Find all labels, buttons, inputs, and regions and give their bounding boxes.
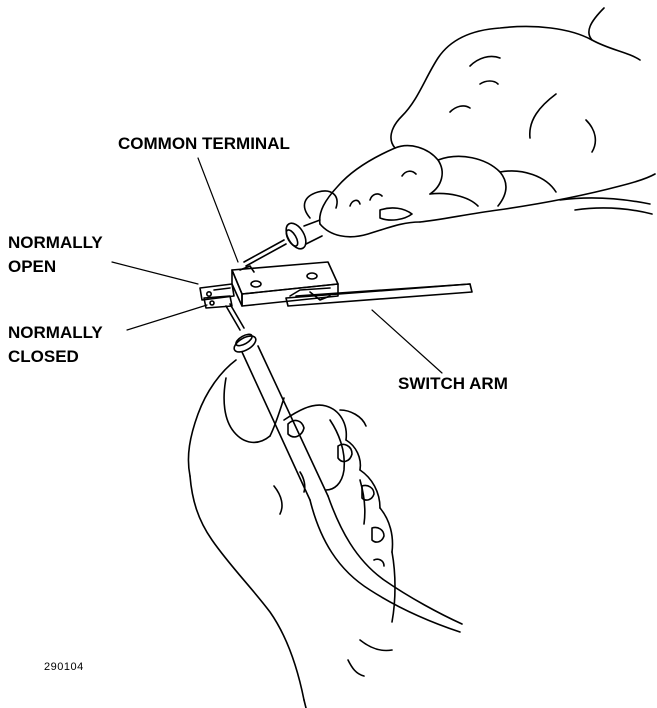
upper-hand — [304, 8, 655, 237]
label-normally-closed-line1: NORMALLY — [8, 322, 103, 344]
label-normally-closed-line2: CLOSED — [8, 346, 79, 368]
microswitch — [200, 262, 338, 308]
figure-number: 290104 — [44, 661, 84, 673]
lower-hand — [188, 360, 395, 708]
label-normally-open-line1: NORMALLY — [8, 232, 103, 254]
label-normally-open-line2: OPEN — [8, 256, 56, 278]
leader-switch-arm — [372, 310, 442, 373]
label-switch-arm: SWITCH ARM — [398, 373, 508, 395]
leader-normally-open — [112, 262, 198, 284]
label-common-terminal: COMMON TERMINAL — [118, 133, 290, 155]
upper-probe — [244, 220, 322, 266]
leader-common-terminal — [198, 158, 238, 262]
leader-normally-closed — [127, 305, 207, 330]
